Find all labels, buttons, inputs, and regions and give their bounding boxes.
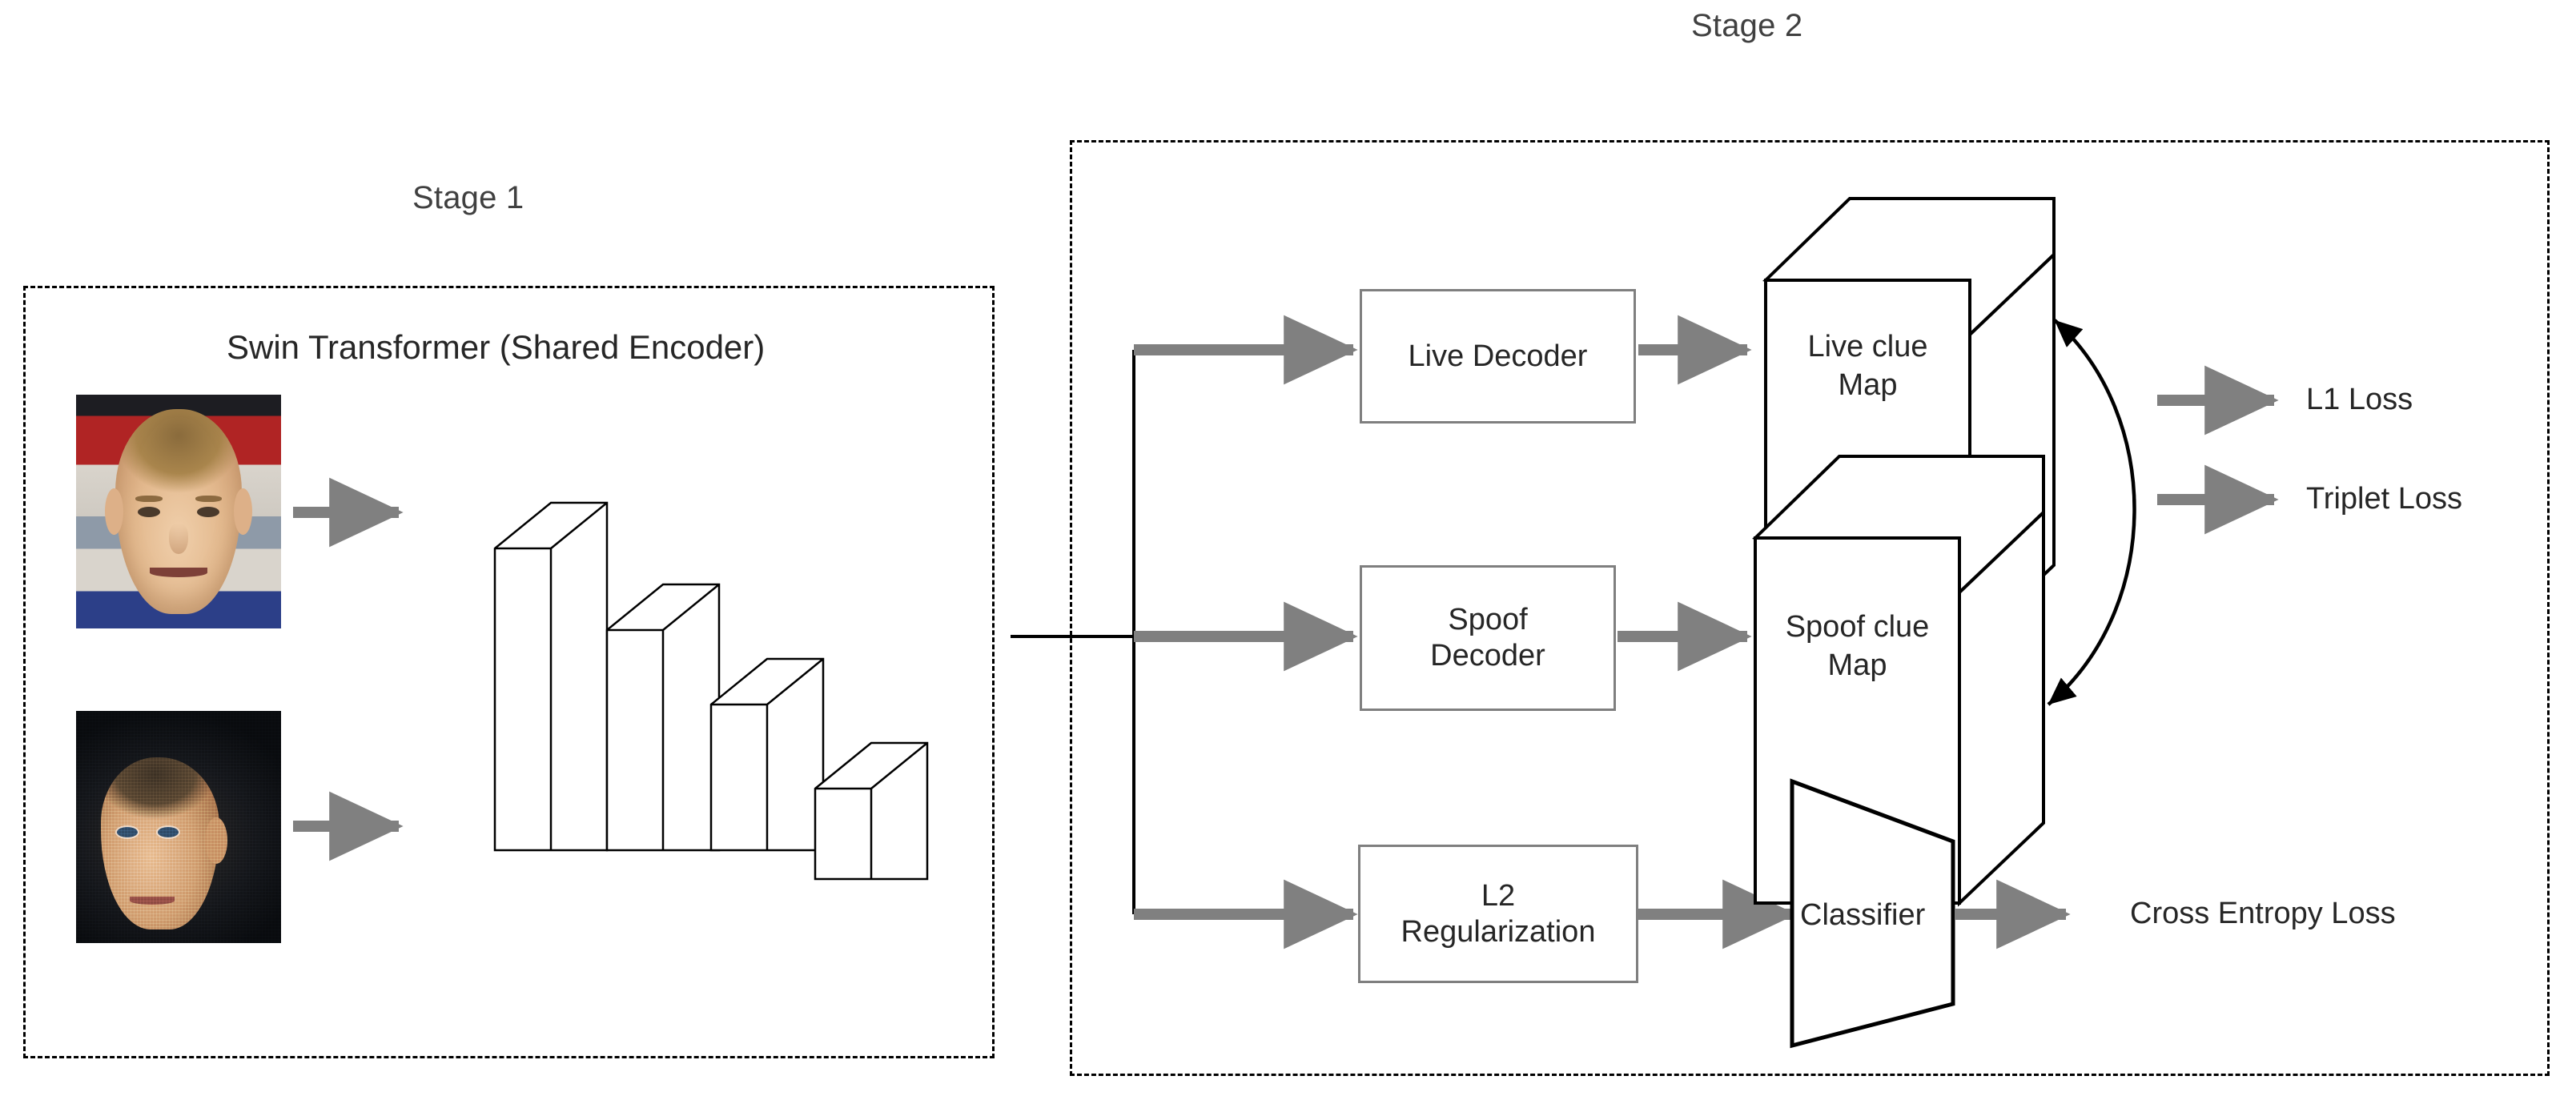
stage1-caption: Stage 1	[412, 180, 524, 215]
live-face-image	[76, 395, 281, 628]
spoof-decoder-label-line2: Decoder	[1430, 639, 1545, 672]
l1-loss-label: L1 Loss	[2306, 383, 2413, 416]
live-face-brow-left	[135, 495, 163, 503]
cross-entropy-loss-label: Cross Entropy Loss	[2130, 897, 2396, 930]
live-decoder-label: Live Decoder	[1408, 339, 1588, 373]
spoof-decoder-label-line1: Spoof	[1448, 603, 1528, 637]
spoof-face-ear	[205, 817, 228, 865]
spoof-face-image	[76, 711, 281, 943]
l2-regularization-label-line2: Regularization	[1401, 914, 1596, 949]
triplet-loss-label: Triplet Loss	[2306, 482, 2462, 516]
spoof-moire-pattern-overlay	[76, 711, 281, 943]
live-face-nose	[169, 523, 188, 554]
stage2-container	[1070, 140, 2550, 1076]
live-face-ear-left	[104, 488, 123, 536]
spoof-face-eye-left	[117, 827, 138, 838]
spoof-face-eye-right	[158, 827, 179, 838]
spoof-face-mouth	[129, 897, 175, 905]
live-face-eye-left	[137, 507, 160, 518]
live-face-ear-right	[234, 488, 253, 536]
live-face-mouth	[150, 568, 207, 577]
classifier-label: Classifier	[1800, 898, 1926, 932]
stage2-caption: Stage 2	[1691, 8, 1803, 43]
live-face-brow-right	[195, 495, 222, 503]
l2-regularization-box[interactable]: L2 Regularization	[1358, 845, 1638, 983]
stage1-container	[23, 286, 995, 1058]
encoder-title: Swin Transformer (Shared Encoder)	[227, 328, 766, 366]
live-decoder-box[interactable]: Live Decoder	[1360, 289, 1636, 424]
l2-regularization-label-line1: L2	[1481, 878, 1516, 913]
live-face-head	[115, 408, 243, 615]
live-face-eye-right	[197, 507, 220, 518]
spoof-decoder-box[interactable]: Spoof Decoder	[1360, 565, 1616, 711]
